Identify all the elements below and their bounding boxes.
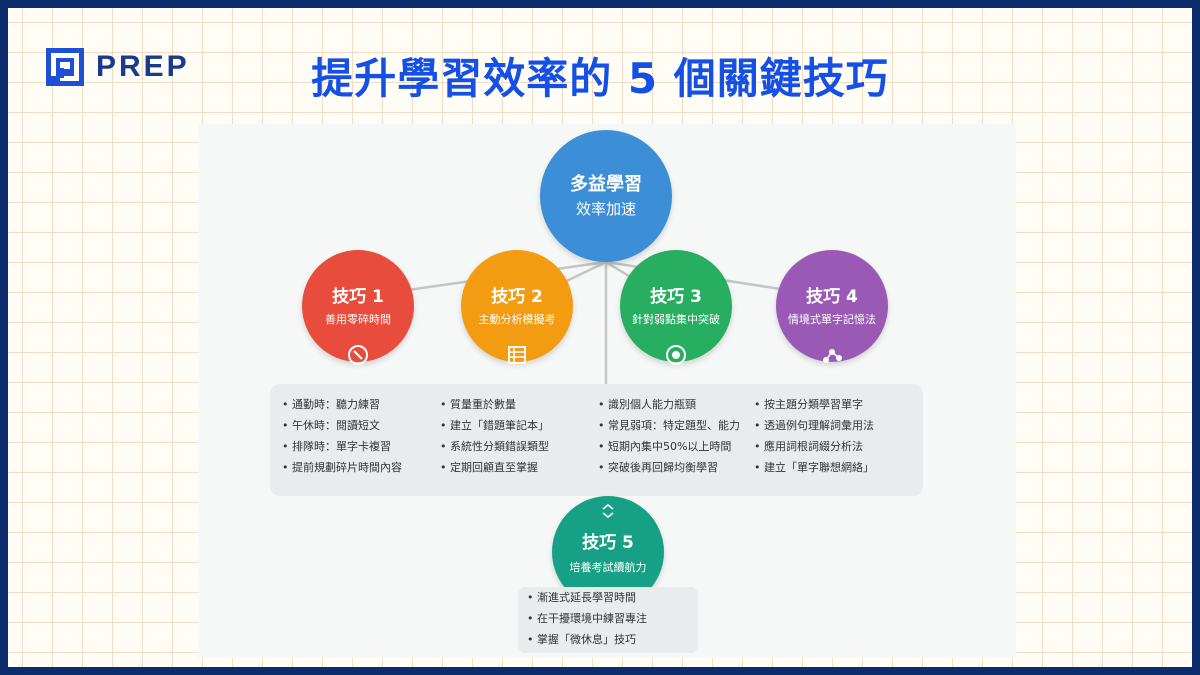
tip-item: • 排隊時：單字卡複習 <box>282 440 391 453</box>
brand-name: PREP <box>96 50 190 83</box>
tip-item: • 午休時：閱讀短文 <box>282 419 380 432</box>
tip-item: • 透過例句理解詞彙用法 <box>754 419 874 432</box>
tip-item: • 系統性分類錯誤類型 <box>440 440 549 453</box>
brand-logo: PREP <box>46 48 190 86</box>
node-subtitle: 培養考試續航力 <box>569 561 647 574</box>
node-title: 技巧 2 <box>491 287 543 307</box>
node-subtitle: 情境式單字記憶法 <box>788 313 876 326</box>
refresh-icon <box>602 503 614 519</box>
center-node: 多益學習 效率加速 <box>540 130 672 262</box>
tips-column-4: • 按主題分類學習單字 • 透過例句理解詞彙用法 • 應用詞根詞綴分析法 • 建… <box>754 394 874 478</box>
tips-column-1: • 通勤時：聽力練習 • 午休時：閱讀短文 • 排隊時：單字卡複習 • 提前規劃… <box>282 394 402 478</box>
tip-item: • 提前規劃碎片時間內容 <box>282 461 402 474</box>
list-icon <box>508 346 526 364</box>
tip-item: • 突破後再回歸均衡學習 <box>598 461 718 474</box>
tip-node-4: 技巧 4 情境式單字記憶法 <box>776 250 888 363</box>
tip-item: • 應用詞根詞綴分析法 <box>754 440 863 453</box>
tip-item: • 短期內集中50%以上時間 <box>598 440 732 453</box>
target-icon <box>666 345 686 365</box>
node-subtitle: 針對弱點集中突破 <box>632 313 720 326</box>
tips-panel-5: • 漸進式延長學習時間 • 在干擾環境中練習專注 • 掌握「微休息」技巧 <box>518 587 698 653</box>
tip-item: • 定期回顧直至掌握 <box>440 461 538 474</box>
tip-node-1: 技巧 1 善用零碎時間 <box>302 250 414 365</box>
node-title: 技巧 1 <box>332 287 384 307</box>
tip-item: • 按主題分類學習單字 <box>754 398 863 411</box>
tip-node-2: 技巧 2 主動分析模擬考 <box>461 250 573 364</box>
center-title: 多益學習 <box>570 174 642 195</box>
tip-item: • 常見弱項：特定題型、能力 <box>598 419 740 432</box>
tip-item: • 通勤時：聽力練習 <box>282 398 380 411</box>
tips-column-3: • 識別個人能力瓶頸 • 常見弱項：特定題型、能力 • 短期內集中50%以上時間… <box>598 394 740 478</box>
tip-node-3: 技巧 3 針對弱點集中突破 <box>620 250 732 365</box>
node-title: 技巧 5 <box>582 533 634 553</box>
tip-item: • 識別個人能力瓶頸 <box>598 398 696 411</box>
prep-logo-icon <box>46 48 84 86</box>
tip-item: • 掌握「微休息」技巧 <box>527 633 636 646</box>
node-subtitle: 主動分析模擬考 <box>478 313 556 326</box>
node-title: 技巧 3 <box>650 287 702 307</box>
tip-item: • 漸進式延長學習時間 <box>527 591 636 604</box>
tip-item: • 質量重於數量 <box>440 398 516 411</box>
node-title: 技巧 4 <box>806 287 858 307</box>
tip-item: • 建立「單字聯想網絡」 <box>754 461 874 474</box>
page-title: 提升學習效率的 5 個關鍵技巧 <box>311 54 889 103</box>
center-subtitle: 效率加速 <box>575 200 636 218</box>
network-icon <box>823 349 842 363</box>
tip-item: • 在干擾環境中練習專注 <box>527 612 647 625</box>
tip-item: • 建立「錯題筆記本」 <box>440 419 549 432</box>
clock-icon <box>348 345 368 365</box>
tips-column-2: • 質量重於數量 • 建立「錯題筆記本」 • 系統性分類錯誤類型 • 定期回顧直… <box>440 394 549 478</box>
node-subtitle: 善用零碎時間 <box>325 313 391 326</box>
tips-panel: • 通勤時：聽力練習 • 午休時：閱讀短文 • 排隊時：單字卡複習 • 提前規劃… <box>270 384 923 496</box>
